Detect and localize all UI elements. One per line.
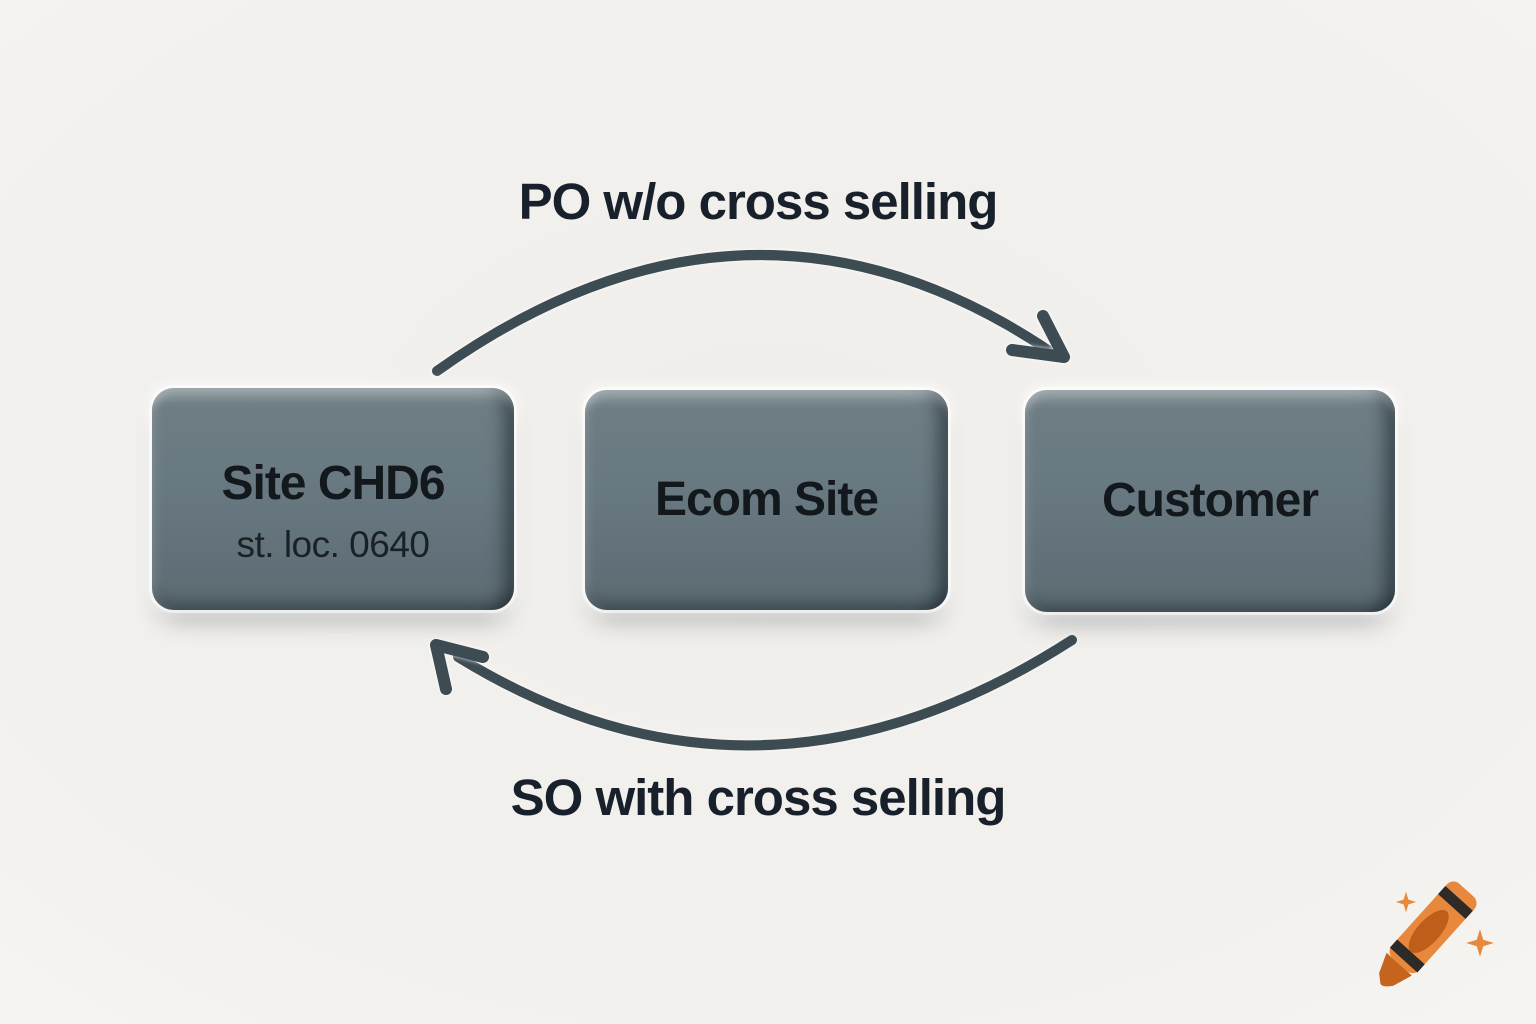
- node-customer-title: Customer: [1101, 473, 1319, 527]
- edge-label-so: SO with cross selling: [510, 769, 1007, 826]
- sparkle-icon: [1466, 929, 1494, 957]
- po-arrow: [432, 250, 1070, 376]
- node-site-chd6-subtitle: st. loc. 0640: [236, 524, 430, 566]
- node-site-chd6: Site CHD6 st. loc. 0640: [152, 388, 514, 610]
- crayon-icon: [1379, 881, 1477, 987]
- edge-label-po: PO w/o cross selling: [518, 173, 999, 230]
- crayon-logo: [1379, 881, 1494, 987]
- node-customer: Customer: [1025, 390, 1395, 612]
- sparkle-icon: [1395, 891, 1417, 913]
- so-arrow: [430, 635, 1077, 751]
- node-ecom-site: Ecom Site: [585, 390, 948, 610]
- node-site-chd6-title: Site CHD6: [221, 456, 445, 510]
- node-ecom-site-title: Ecom Site: [654, 472, 879, 526]
